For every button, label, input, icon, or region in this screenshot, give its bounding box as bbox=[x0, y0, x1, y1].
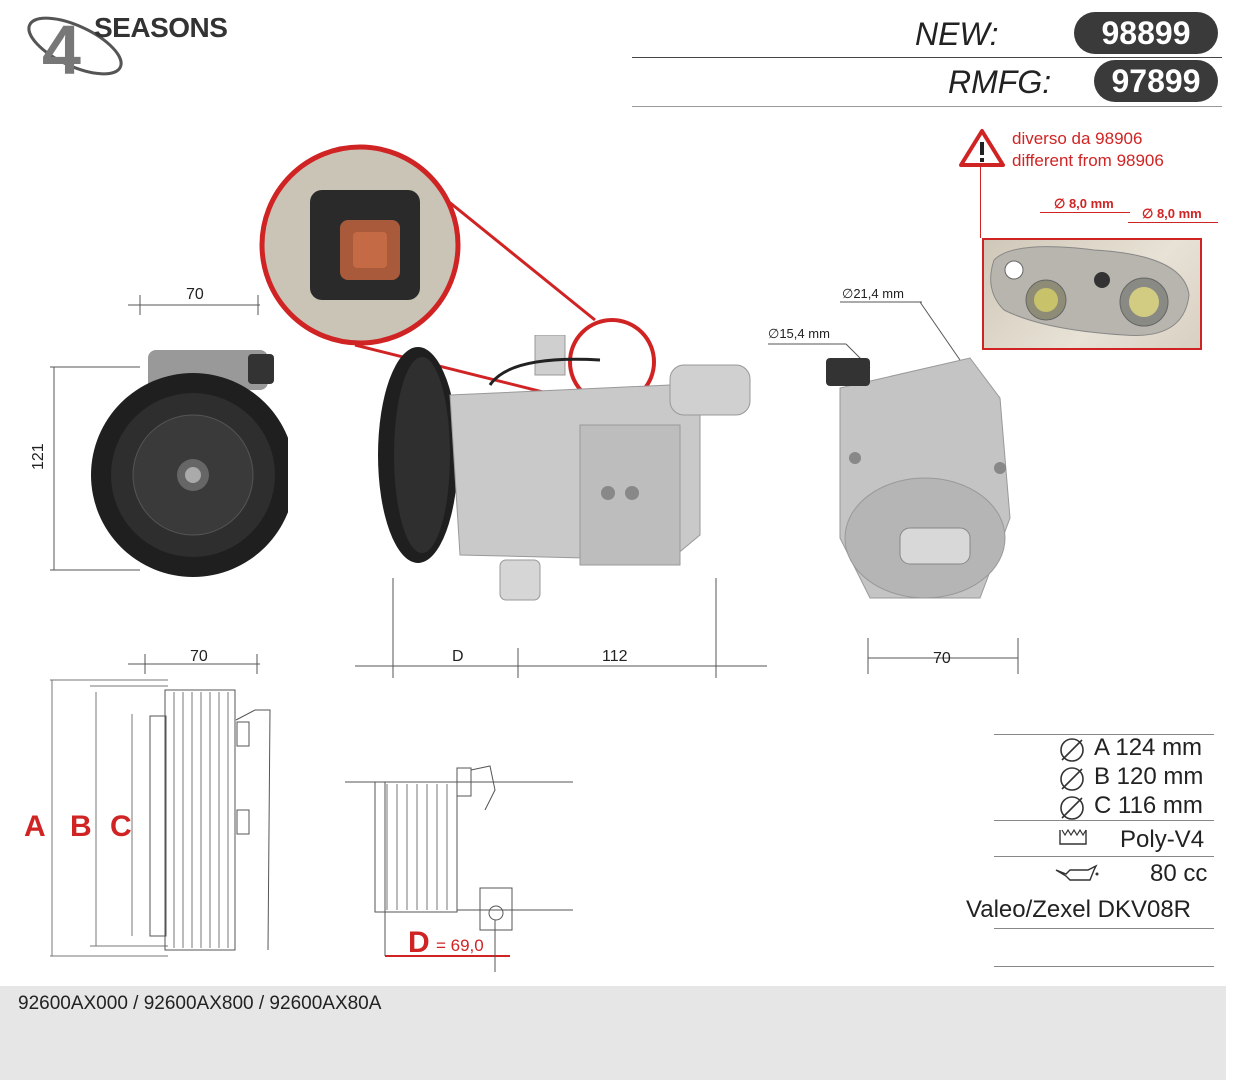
rmfg-label: RMFG: bbox=[948, 64, 1052, 100]
drawing-width-dim: 70 bbox=[190, 648, 208, 665]
front-width-dim: 70 bbox=[186, 286, 204, 303]
oil-can-icon bbox=[1055, 864, 1099, 881]
pulley-letter-b: B bbox=[70, 810, 92, 843]
large-port-dim: ∅21,4 mm bbox=[842, 286, 904, 301]
logo-numeral: 4 bbox=[42, 11, 81, 82]
new-label: NEW: bbox=[915, 16, 999, 52]
spec-divider-1 bbox=[994, 820, 1214, 821]
rmfg-code-badge: 97899 bbox=[1094, 60, 1218, 102]
compressor-rear-photo bbox=[768, 301, 1019, 674]
spec-diameter-b: B 120 mm bbox=[1094, 763, 1204, 790]
logo-swoosh-icon: 4 bbox=[27, 11, 123, 89]
port-detail-photo bbox=[982, 238, 1202, 350]
spec-oil: 80 cc bbox=[1150, 860, 1208, 887]
header-divider bbox=[632, 57, 1222, 58]
warning-line-2: different from 98906 bbox=[1012, 151, 1164, 170]
spec-diameter-c: C 116 mm bbox=[1094, 792, 1203, 819]
pulley-letter-a: A bbox=[24, 810, 46, 843]
spec-diameter-a: A 124 mm bbox=[1094, 734, 1203, 761]
side-length-dim: 112 bbox=[602, 648, 628, 665]
warning-line-1: diverso da 98906 bbox=[1012, 129, 1143, 148]
new-code-badge: 98899 bbox=[1074, 12, 1218, 54]
spec-divider-2 bbox=[994, 856, 1214, 857]
d-dimension-drawing bbox=[345, 765, 573, 972]
right-hole-leader bbox=[1128, 222, 1218, 223]
left-hole-leader bbox=[1040, 212, 1130, 213]
left-hole-dim: ∅ 8,0 mm bbox=[1054, 196, 1114, 211]
left-hole-value: 8,0 mm bbox=[1068, 196, 1114, 211]
pulley-section-drawing bbox=[50, 654, 271, 957]
pulley-letter-c: C bbox=[110, 810, 132, 843]
front-height-dim: 121 bbox=[30, 443, 47, 470]
diameter-a-icon bbox=[1060, 738, 1084, 762]
belt-icon bbox=[1059, 828, 1087, 845]
right-hole-dim: ∅ 8,0 mm bbox=[1142, 206, 1202, 221]
brand-name: SEASONS bbox=[94, 12, 228, 43]
d-value: = 69,0 bbox=[436, 936, 484, 955]
brand-logo: 4 bbox=[20, 10, 240, 89]
spec-divider-3 bbox=[994, 928, 1214, 929]
spec-belt: Poly-V4 bbox=[1120, 826, 1205, 853]
side-d-dim: D bbox=[452, 648, 464, 665]
diameter-b-icon bbox=[1060, 767, 1084, 791]
warning-leader bbox=[980, 166, 981, 238]
header-divider-2 bbox=[632, 106, 1222, 107]
large-port-value: 21,4 mm bbox=[853, 286, 904, 301]
warning-icon bbox=[959, 129, 1005, 167]
front-pulley-photo bbox=[91, 350, 288, 577]
compressor-side-photo bbox=[378, 335, 751, 601]
spec-divider-4 bbox=[994, 966, 1214, 967]
oem-numbers: 92600AX000 / 92600AX800 / 92600AX80A bbox=[18, 993, 382, 1014]
connector-zoom-callout bbox=[259, 144, 656, 407]
small-port-dim: ∅15,4 mm bbox=[768, 326, 830, 341]
spec-model: Valeo/Zexel DKV08R bbox=[966, 896, 1191, 923]
d-letter: D bbox=[408, 926, 430, 959]
diameter-c-icon bbox=[1060, 796, 1084, 820]
spec-divider-top bbox=[994, 734, 1214, 735]
side-view-dimension-lines bbox=[355, 578, 767, 678]
rear-width-dim: 70 bbox=[933, 650, 951, 667]
footer-bar bbox=[0, 986, 1226, 1080]
front-view-dimension-lines bbox=[50, 295, 260, 571]
right-hole-value: 8,0 mm bbox=[1156, 206, 1202, 221]
small-port-value: 15,4 mm bbox=[779, 326, 830, 341]
